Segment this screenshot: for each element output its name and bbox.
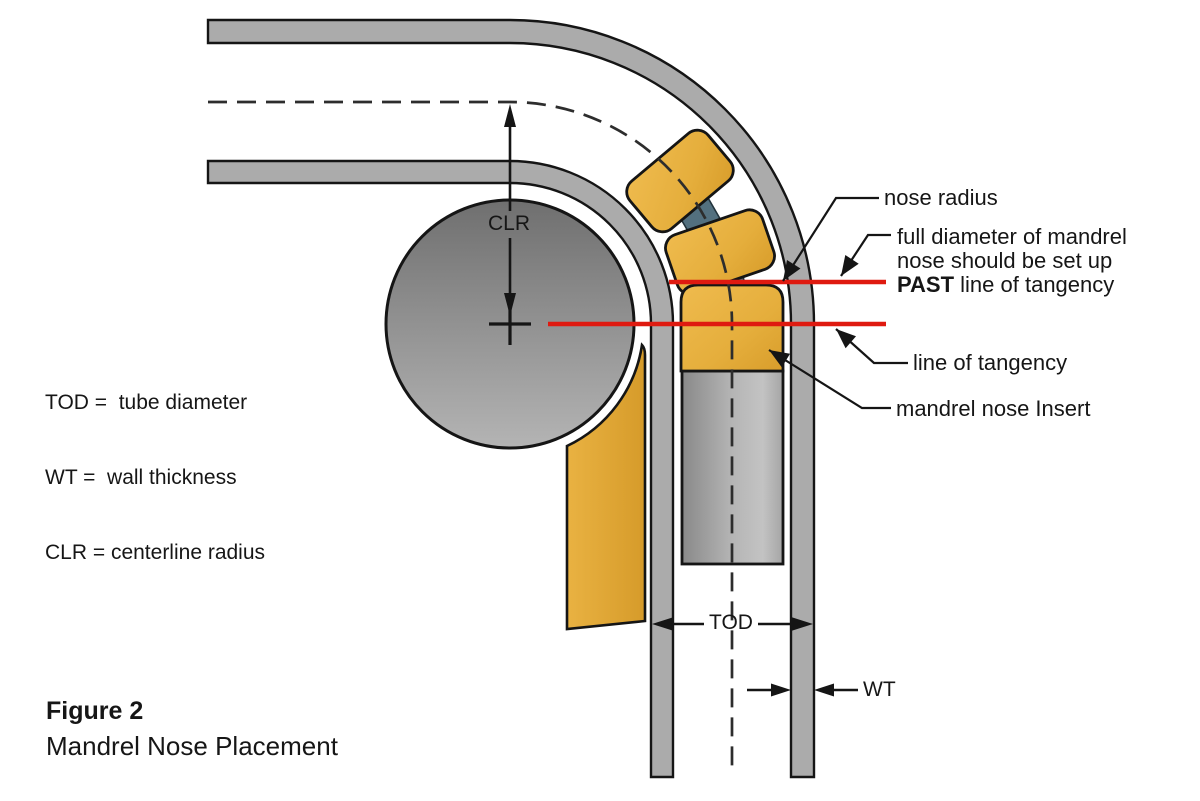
bend-die-center-cross [489, 303, 531, 345]
figure-number: Figure 2 [46, 697, 144, 725]
legend-tod: TOD = tube diameter [45, 391, 248, 414]
figure-title: Mandrel Nose Placement [46, 731, 338, 761]
full-diameter-label: full diameter of mandrel nose should be … [897, 225, 1127, 297]
line-of-tangency-label: line of tangency [913, 350, 1068, 375]
wt-dimension [747, 683, 858, 697]
full-diameter-label-line1: full diameter of mandrel [897, 224, 1127, 249]
full-diameter-label-line3: PAST line of tangency [897, 273, 1127, 297]
tube-inner-wall [206, 159, 675, 779]
tube-centerline [208, 100, 734, 773]
clr-dimension-label: CLR [487, 212, 531, 235]
legend-block: TOD = tube diameter WT = wall thickness … [45, 340, 265, 615]
line-of-tangency-leader [835, 328, 908, 365]
tod-dimension-label: TOD [709, 611, 753, 634]
mandrel-nose-insert-leader [768, 349, 891, 410]
wt-dimension-label: WT [863, 678, 896, 701]
full-diameter-leader [840, 233, 891, 277]
nose-radius-label: nose radius [884, 185, 998, 210]
nose-radius-leader [782, 196, 879, 282]
legend-clr: CLR = centerline radius [45, 541, 266, 564]
tod-dimension [652, 617, 813, 631]
legend-wt: WT = wall thickness [45, 466, 237, 489]
mandrel-nose-insert-label: mandrel nose Insert [896, 396, 1091, 421]
tube-outer-wall [206, 18, 816, 779]
full-diameter-label-rest: line of tangency [954, 272, 1115, 297]
wiper-die [565, 342, 647, 631]
full-diameter-label-emphasis: PAST [897, 272, 955, 297]
full-diameter-label-line2: nose should be set up [897, 248, 1113, 273]
